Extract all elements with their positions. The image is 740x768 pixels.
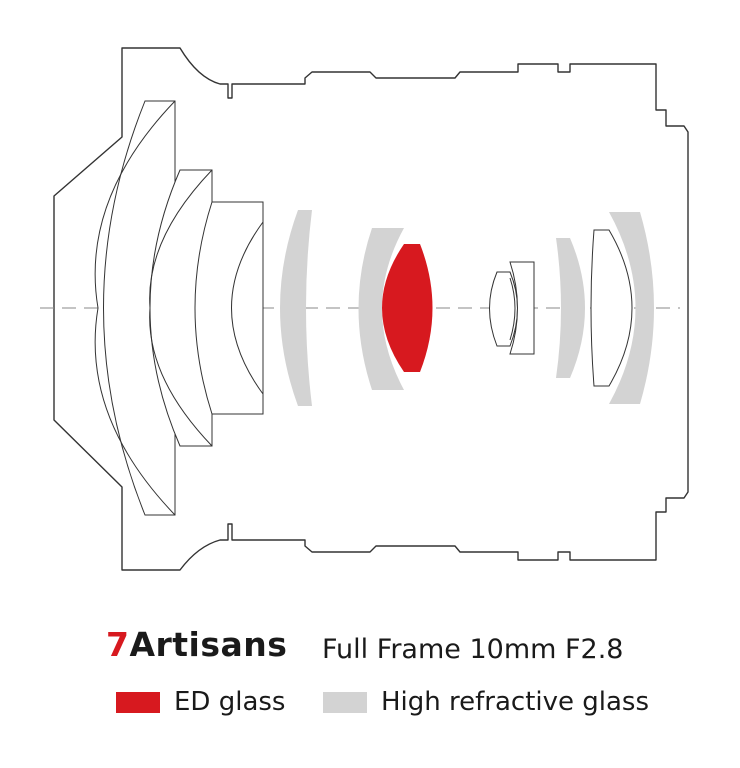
lens-element-2-inner bbox=[149, 169, 213, 447]
lens-cross-section-diagram bbox=[40, 47, 689, 571]
lens-element-4 bbox=[280, 210, 312, 406]
lens-element-10-white bbox=[590, 229, 633, 387]
lens-element-1-inner bbox=[94, 100, 176, 516]
lens-element-2 bbox=[149, 169, 213, 447]
brand-logo-seven: 7 bbox=[106, 625, 130, 664]
lens-element-8 bbox=[509, 261, 535, 355]
legend-high-refractive-swatch bbox=[323, 691, 367, 713]
legend-high-refractive-label: High refractive glass bbox=[381, 687, 650, 717]
lens-barrel-outline bbox=[53, 47, 689, 571]
brand-logo-name: Artisans bbox=[129, 625, 288, 664]
lens-element-8-inner bbox=[509, 277, 516, 341]
legend-high-refractive-glass: High refractive glass bbox=[323, 688, 649, 716]
lens-element-10 bbox=[609, 212, 654, 404]
lens-element-5 bbox=[358, 228, 404, 390]
product-title: Full Frame 10mm F2.8 bbox=[322, 634, 624, 665]
lens-element-1 bbox=[103, 100, 176, 516]
legend-ed-glass-label: ED glass bbox=[174, 687, 286, 717]
legend-ed-glass: ED glass bbox=[116, 688, 285, 716]
legend-ed-glass-swatch bbox=[116, 691, 160, 713]
lens-element-3-inner bbox=[231, 221, 264, 395]
lens-element-7 bbox=[489, 271, 518, 347]
lens-element-3 bbox=[194, 201, 264, 415]
brand-logo: 7Artisans bbox=[106, 628, 287, 661]
lens-element-9 bbox=[556, 238, 585, 378]
lens-element-6-ed bbox=[382, 244, 433, 372]
